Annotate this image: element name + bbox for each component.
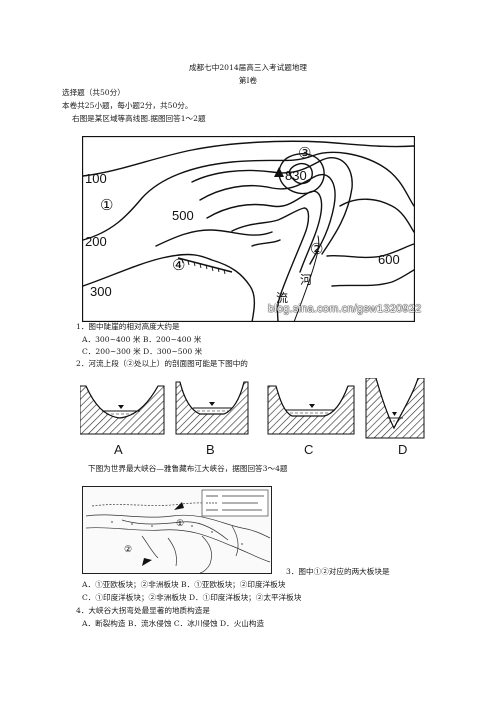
profile-label-c: C xyxy=(304,442,314,457)
contour-line-peak-1 xyxy=(288,162,313,185)
q1-prompt: 右图是某区域等高线图.据图回答1～2题 xyxy=(72,114,206,123)
contour-line-b xyxy=(199,173,336,265)
contour-map: 100 200 300 500 600 830 ① ② ③ ④ 河 流 xyxy=(82,136,415,322)
contour-line-600 xyxy=(326,243,415,259)
contour-line-e xyxy=(251,239,281,247)
profile-label-d: D xyxy=(398,442,408,457)
q4-stem: 4．大峡谷大拐弯处最显著的地质构造是 xyxy=(76,606,210,615)
plate-marker-1: ① xyxy=(176,518,184,528)
profile-c xyxy=(267,385,355,435)
contour-line-200 xyxy=(82,151,415,241)
contour-line-500 xyxy=(155,229,273,247)
volume-label: 第I卷 xyxy=(238,76,258,85)
peak-triangle-icon xyxy=(274,167,284,177)
q3-options-line-2: C．①印度洋板块；②非洲板块 D．①印度洋板块；②太平洋板块 xyxy=(82,593,302,602)
profile-d xyxy=(365,378,425,439)
profile-a xyxy=(80,385,165,435)
cliff-ticks xyxy=(181,258,226,275)
doc-title: 成都七中2014届高三入考试题地理 xyxy=(188,63,308,72)
q1-options-line-1: A．300~400 米 B．200~400 米 xyxy=(82,335,202,344)
marker-2: ② xyxy=(310,241,323,258)
q1-options-line-2: C．200~300 米 D．300~500 米 xyxy=(82,347,203,356)
q3-stem: 3．图中①②对应的两大板块是 xyxy=(286,567,390,576)
q4-options: A．断裂构造 B．流水侵蚀 C．冰川侵蚀 D．火山构造 xyxy=(82,619,265,628)
contour-line-d xyxy=(231,207,310,322)
marker-4: ④ xyxy=(172,257,185,274)
cliff-symbol xyxy=(177,257,233,273)
section-heading: 选择题（共50分） xyxy=(62,88,125,97)
river-label-1: 河 xyxy=(300,273,312,287)
plate-arrow-icon-2 xyxy=(142,558,152,566)
q1-stem: 1．图中陡崖的相对高度大约是 xyxy=(76,322,180,331)
profile-label-a: A xyxy=(114,442,123,457)
plate-map: ① ② xyxy=(82,486,272,574)
q3-options-line-1: A．①亚欧板块；②非洲板块 B．①亚欧板块；②印度洋板块 xyxy=(82,580,286,589)
marker-3: ③ xyxy=(298,145,311,162)
contour-label-200: 200 xyxy=(85,234,107,249)
contour-label-100: 100 xyxy=(85,171,107,186)
contour-line-f xyxy=(331,269,415,287)
river-label-2: 流 xyxy=(276,291,288,305)
map-frame xyxy=(82,136,415,322)
blog-watermark: blog.sina.com.cn/gsw1320922 xyxy=(268,303,422,315)
plate-marker-2: ② xyxy=(124,544,132,554)
contour-line-a xyxy=(191,157,353,255)
contour-label-500: 500 xyxy=(172,208,194,223)
valley-profiles xyxy=(80,378,425,439)
q34-prompt: 下图为世界最大峡谷—雅鲁藏布江大峡谷，据图回答3～4题 xyxy=(88,464,288,473)
plate-arrow-icon-1 xyxy=(174,502,184,510)
profile-b xyxy=(175,381,249,435)
marker-1: ① xyxy=(100,197,113,214)
q2-stem: 2．河流上段（②处以上）的剖面图可能是下图中的 xyxy=(76,359,248,368)
section-rules: 本卷共25小题，每小题2分，共50分。 xyxy=(62,101,193,110)
contour-line-300 xyxy=(82,253,256,322)
profile-label-b: B xyxy=(206,442,215,457)
contour-label-600: 600 xyxy=(378,252,400,267)
river-line xyxy=(293,235,320,322)
contour-line-100 xyxy=(82,140,415,177)
contour-line-g xyxy=(339,198,415,233)
peak-elevation-label: 830 xyxy=(285,168,307,183)
profile-labels: A B C D xyxy=(80,442,425,458)
contour-label-300: 300 xyxy=(90,284,112,299)
